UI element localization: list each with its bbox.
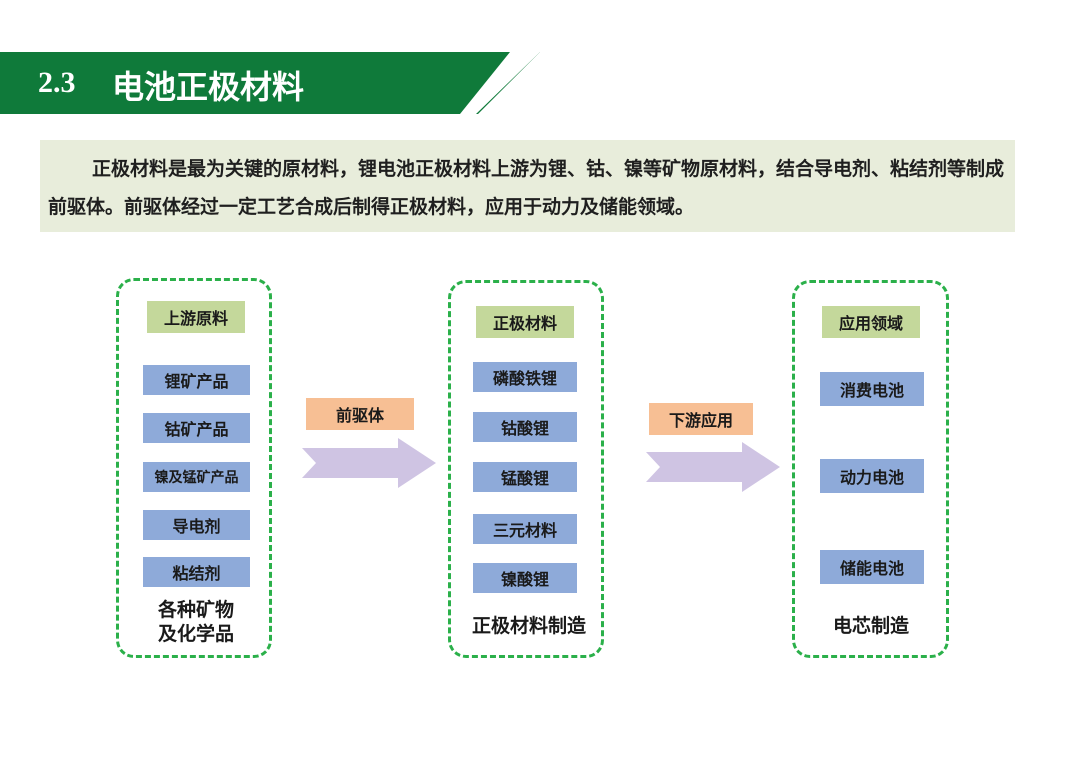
downstream-group	[792, 280, 949, 658]
upstream-group	[116, 278, 272, 658]
midstream-header: 正极材料	[476, 306, 574, 338]
midstream-caption: 正极材料制造	[471, 615, 586, 637]
upstream-caption-line2: 及化学品	[157, 623, 234, 645]
midstream-group	[448, 280, 604, 658]
upstream-item: 导电剂	[143, 510, 250, 540]
midstream-item: 镍酸锂	[473, 563, 577, 593]
upstream-caption: 各种矿物 及化学品	[140, 598, 252, 646]
midstream-item: 钴酸锂	[473, 412, 577, 442]
arrow1-icon	[302, 438, 436, 488]
arrow2-icon	[646, 442, 780, 492]
midstream-item: 三元材料	[473, 514, 577, 544]
downstream-item: 消费电池	[820, 372, 924, 406]
upstream-item: 粘结剂	[143, 557, 250, 587]
section-number: 2.3	[38, 66, 76, 99]
upstream-item: 钴矿产品	[143, 413, 250, 443]
banner-shape	[0, 52, 540, 114]
arrow2-label: 下游应用	[649, 403, 753, 435]
intro-text: 正极材料是最为关键的原材料，锂电池正极材料上游为锂、钴、镍等矿物原材料，结合导电…	[48, 158, 1005, 218]
section-title: 电池正极材料	[112, 68, 305, 106]
upstream-item: 锂矿产品	[143, 365, 250, 395]
midstream-item: 磷酸铁锂	[473, 362, 577, 392]
upstream-caption-line1: 各种矿物	[157, 599, 234, 621]
downstream-item: 动力电池	[820, 459, 924, 493]
downstream-item: 储能电池	[820, 550, 924, 584]
upstream-item: 镍及锰矿产品	[143, 462, 250, 492]
downstream-header: 应用领域	[822, 306, 920, 338]
arrow1-label: 前驱体	[306, 398, 414, 430]
midstream-item: 锰酸锂	[473, 462, 577, 492]
section-banner	[0, 52, 560, 114]
downstream-caption: 电芯制造	[832, 615, 909, 637]
intro-box: 正极材料是最为关键的原材料，锂电池正极材料上游为锂、钴、镍等矿物原材料，结合导电…	[40, 140, 1015, 232]
upstream-header: 上游原料	[147, 301, 245, 333]
